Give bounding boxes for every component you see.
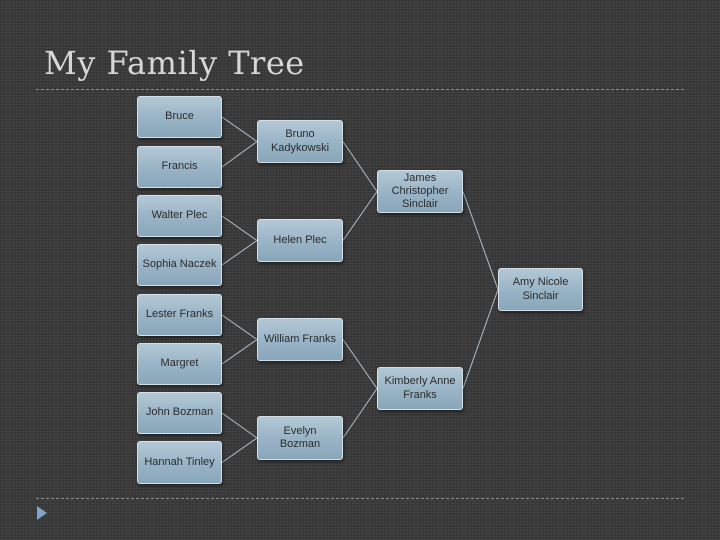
play-icon bbox=[37, 506, 47, 520]
connector-john-evelyn bbox=[221, 412, 258, 439]
node-john-bozman: John Bozman bbox=[137, 392, 222, 434]
connector-bruno-james bbox=[342, 141, 378, 192]
connector-evelyn-kimberly bbox=[342, 388, 378, 439]
node-margret: Margret bbox=[137, 343, 222, 385]
connector-francis-bruno bbox=[221, 141, 258, 168]
connector-bruce-bruno bbox=[221, 116, 258, 142]
title-divider bbox=[36, 89, 684, 90]
connector-margret-william bbox=[221, 339, 258, 365]
node-hannah-tinley: Hannah Tinley bbox=[137, 441, 222, 484]
connector-helen-james bbox=[342, 191, 378, 241]
connector-sophia-helen bbox=[221, 240, 258, 266]
node-lester-franks: Lester Franks bbox=[137, 294, 222, 336]
node-helen-plec: Helen Plec bbox=[257, 219, 343, 262]
connector-lester-william bbox=[221, 314, 258, 340]
connector-james-amy bbox=[462, 191, 499, 290]
footer-divider bbox=[36, 498, 684, 499]
slide-title: My Family Tree bbox=[44, 44, 305, 82]
node-kimberly-anne-franks: Kimberly Anne Franks bbox=[377, 367, 463, 410]
connector-walter-helen bbox=[221, 215, 258, 241]
node-william-franks: William Franks bbox=[257, 318, 343, 361]
connector-hannah-evelyn bbox=[221, 437, 258, 463]
node-sophia-naczek: Sophia Naczek bbox=[137, 244, 222, 286]
node-evelyn-bozman: Evelyn Bozman bbox=[257, 416, 343, 460]
connector-william-kimberly bbox=[342, 339, 378, 389]
node-walter-plec: Walter Plec bbox=[137, 195, 222, 237]
node-bruce: Bruce bbox=[137, 96, 222, 138]
node-francis: Francis bbox=[137, 146, 222, 188]
node-amy-nicole-sinclair: Amy Nicole Sinclair bbox=[498, 268, 583, 311]
node-bruno-kadykowski: Bruno Kadykowski bbox=[257, 120, 343, 163]
connector-kimberly-amy bbox=[462, 289, 499, 389]
node-james-christopher-sinclair: James Christopher Sinclair bbox=[377, 170, 463, 213]
